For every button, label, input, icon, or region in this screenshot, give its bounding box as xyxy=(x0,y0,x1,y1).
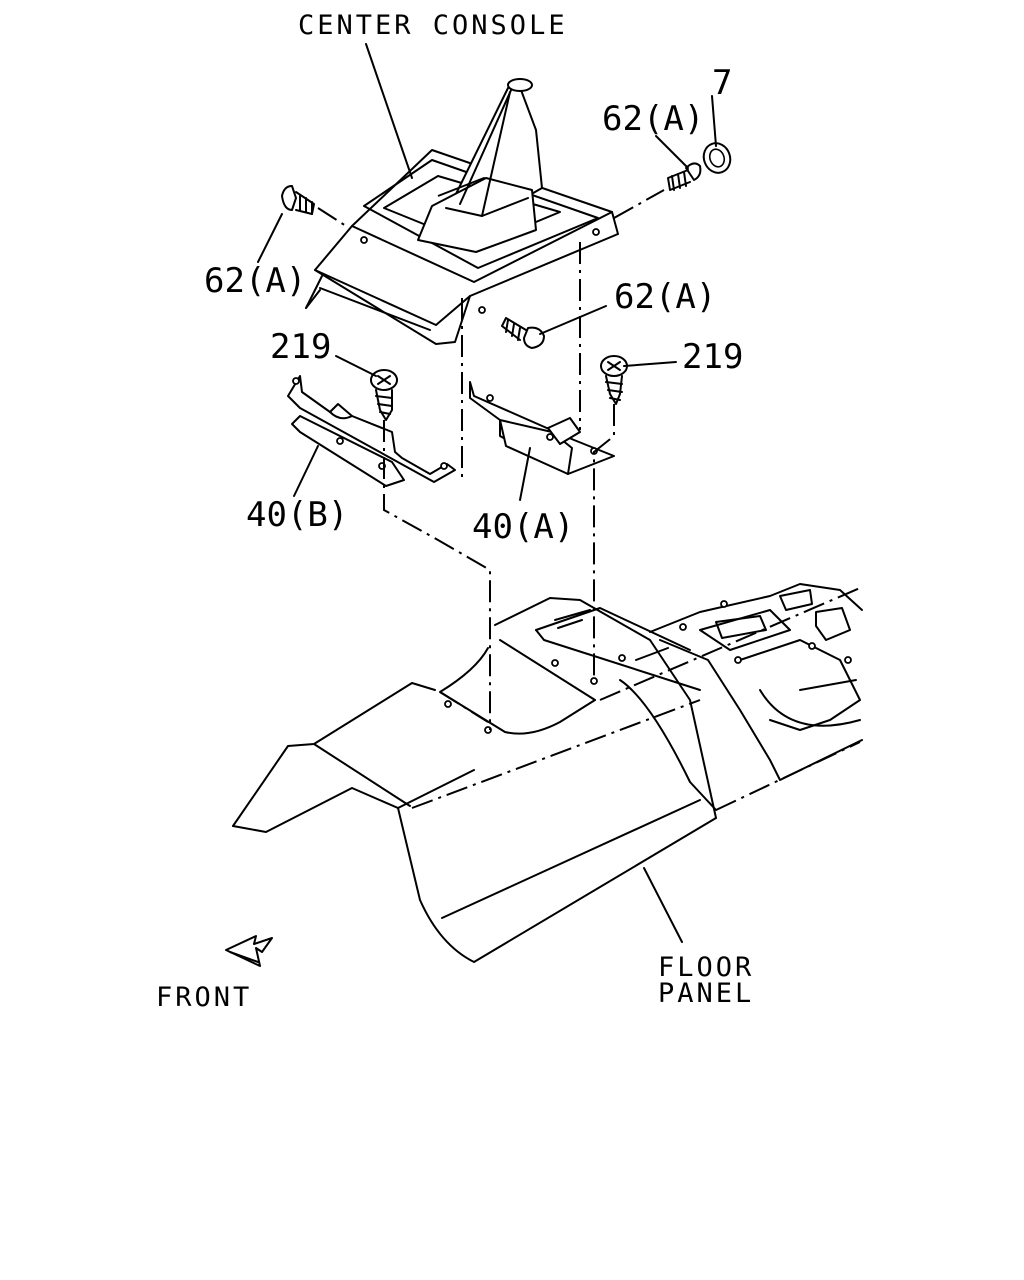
floor-panel xyxy=(232,583,863,963)
screw-219-right xyxy=(600,355,628,405)
label-clip-62a-middle: 62(A) xyxy=(614,277,716,317)
label-clip-62a-top-right: 62(A) xyxy=(602,99,704,139)
clip-62a-left xyxy=(281,185,315,215)
label-floor-panel-line1: FLOOR xyxy=(658,952,754,983)
bracket-40a xyxy=(469,381,615,475)
front-arrow-icon xyxy=(225,935,273,967)
assembly-lines xyxy=(317,189,665,730)
label-front: FRONT xyxy=(156,982,252,1013)
clip-62a-right xyxy=(667,162,702,191)
clip-62a-middle xyxy=(501,317,545,349)
label-cap-7: 7 xyxy=(712,63,732,103)
label-center-console: CENTER CONSOLE xyxy=(298,10,568,41)
center-console xyxy=(305,78,619,345)
leader-lines xyxy=(257,43,717,943)
label-clip-62a-left: 62(A) xyxy=(204,261,306,301)
label-screw-219-left: 219 xyxy=(270,327,331,367)
label-bracket-40b: 40(B) xyxy=(246,495,348,535)
cap-7 xyxy=(702,142,732,174)
label-bracket-40a: 40(A) xyxy=(472,507,574,547)
label-floor-panel-line2: PANEL xyxy=(658,978,754,1009)
screw-219-left xyxy=(370,369,398,421)
bracket-40b xyxy=(287,375,456,487)
label-screw-219-right: 219 xyxy=(682,337,743,377)
